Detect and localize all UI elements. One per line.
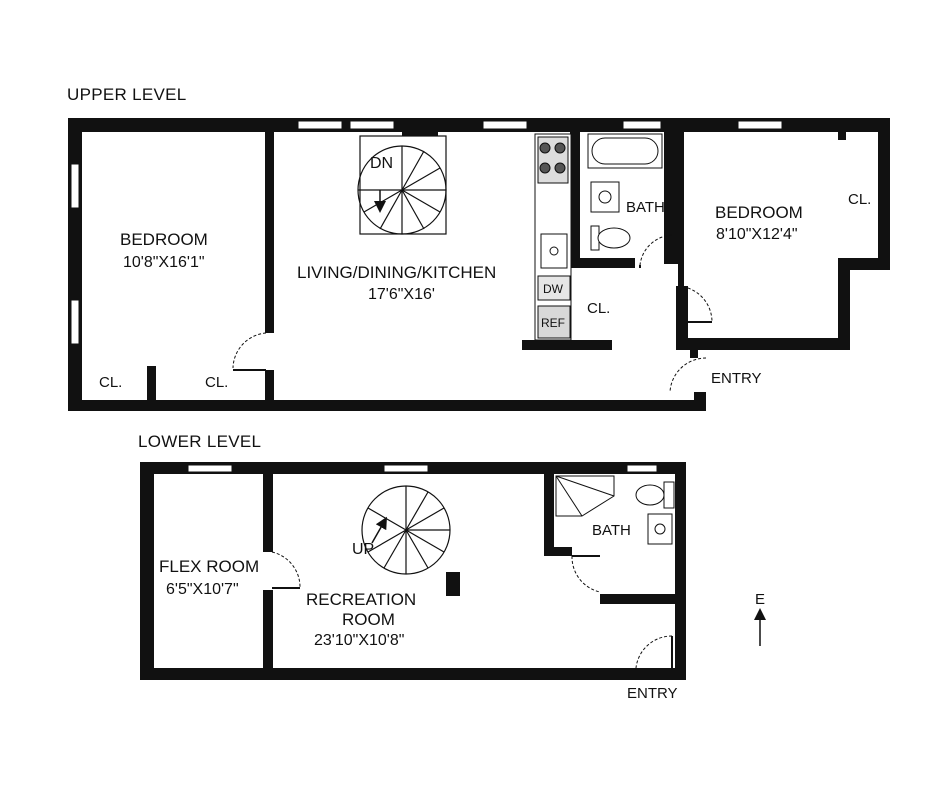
lower-bath-label: BATH <box>592 522 631 539</box>
closet-label-right-bedroom: CL. <box>848 191 871 208</box>
upper-windows <box>70 120 783 345</box>
upper-bath-fixtures <box>587 133 663 251</box>
upper-door-leaves <box>233 265 712 371</box>
upper-spiral-stair <box>357 135 447 235</box>
upper-stair-label: DN <box>370 155 393 172</box>
upper-entry-label: ENTRY <box>711 370 762 387</box>
dishwasher-label: DW <box>543 282 564 296</box>
lower-entry-label: ENTRY <box>627 685 678 702</box>
lower-doors <box>271 551 673 669</box>
bedroom-left-name: BEDROOM <box>120 230 208 249</box>
living-name: LIVING/DINING/KITCHEN <box>297 263 496 282</box>
kitchen-counter <box>534 133 572 341</box>
bedroom-right-name: BEDROOM <box>715 203 803 222</box>
living-dims: 17'6"X16' <box>368 286 435 303</box>
closet-label-left-1: CL. <box>99 374 122 391</box>
closet-label-hall: CL. <box>587 300 610 317</box>
lower-level-title: LOWER LEVEL <box>138 432 261 451</box>
lower-spiral-stair <box>361 485 451 575</box>
recreation-name-line2: ROOM <box>342 610 395 629</box>
compass-label: E <box>755 591 765 608</box>
bedroom-right-dims: 8'10"X12'4" <box>716 226 798 243</box>
lower-stair-label: UP <box>352 541 374 558</box>
recreation-dims: 23'10"X10'8" <box>314 632 404 649</box>
refrigerator-label: REF <box>541 316 565 330</box>
lower-door-leaves <box>272 555 673 668</box>
closet-label-left-2: CL. <box>205 374 228 391</box>
recreation-name-line1: RECREATION <box>306 590 416 609</box>
lower-bath-fixtures <box>555 475 675 545</box>
bedroom-left-dims: 10'8"X16'1" <box>123 254 205 271</box>
upper-doors <box>232 234 713 393</box>
upper-bath-label: BATH <box>626 199 665 216</box>
flex-room-dims: 6'5"X10'7" <box>166 581 239 598</box>
upper-level-title: UPPER LEVEL <box>67 85 187 104</box>
flex-room-name: FLEX ROOM <box>159 557 259 576</box>
lower-windows <box>187 464 658 473</box>
